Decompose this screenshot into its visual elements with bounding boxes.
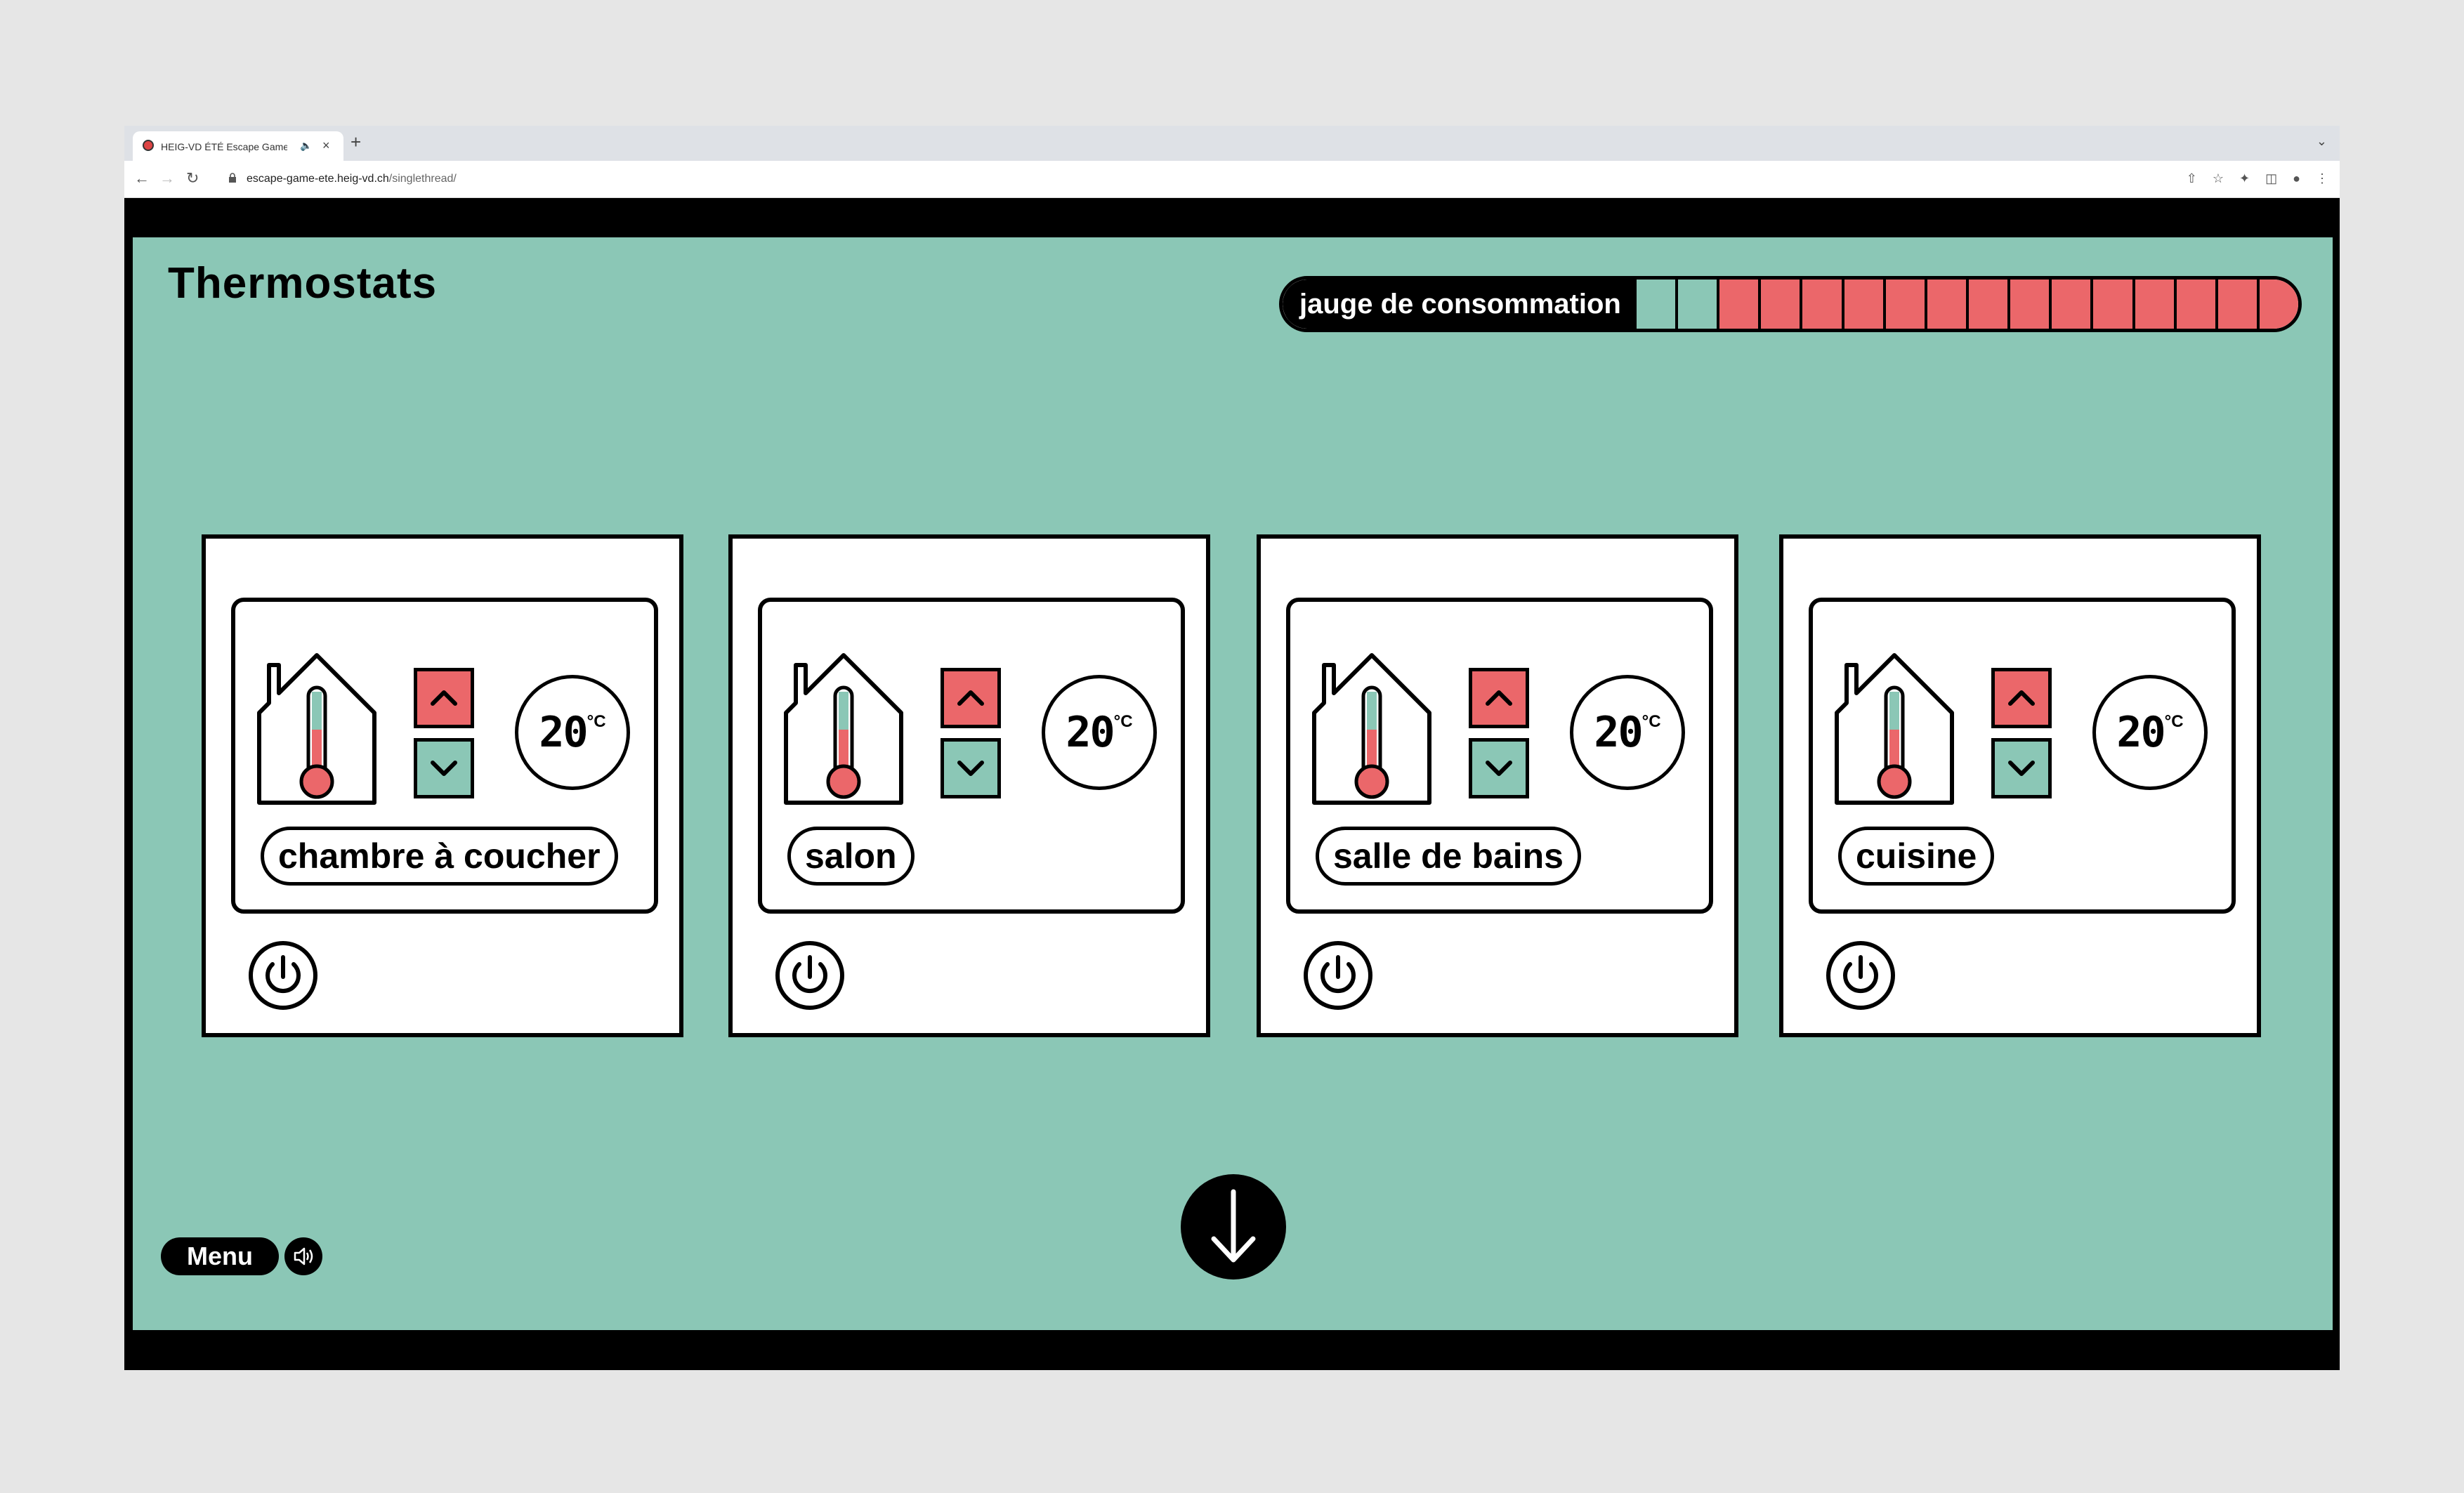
gauge-segment [2135,279,2177,329]
url-path: /singlethread/ [388,173,457,185]
browser-window: HEIG-VD ÉTÉ Escape Game 🔈 × + ⌄ ← → ↻ es… [124,126,2340,1370]
consumption-gauge: jauge de consommation [1279,276,2302,332]
gauge-segment [1761,279,1803,329]
temperature-unit: °C [2164,712,2184,731]
speaker-icon[interactable]: 🔈 [300,140,313,151]
gauge-segment [1636,279,1678,329]
back-arrow-icon[interactable]: ← [134,169,150,187]
gauge-segment [1678,279,1720,329]
gauge-segment [1719,279,1762,329]
game-page: Thermostats jauge de consommation 20 [133,237,2333,1330]
gauge-segment [1885,279,1927,329]
temperature-unit: °C [586,712,606,731]
chevron-up-icon [431,690,457,706]
thermostat-panel: 20 °C chambre à coucher [231,598,658,914]
house-thermometer-icon [1312,653,1431,805]
chevron-down-icon [1486,761,1512,776]
tab-title: HEIG-VD ÉTÉ Escape Game [161,141,287,152]
gauge-segment [2010,279,2052,329]
temp-up-button[interactable] [1469,668,1529,728]
browser-tab[interactable]: HEIG-VD ÉTÉ Escape Game 🔈 × [133,131,343,161]
new-tab-button[interactable]: + [350,131,362,152]
extensions-icon[interactable]: ✦ [2239,171,2250,185]
gauge-segment [2217,279,2260,329]
page-title: Thermostats [168,259,438,308]
temperature-unit: °C [1113,712,1133,731]
thermostat-card: 20 °C cuisine [1779,534,2261,1037]
profile-icon[interactable]: ● [2293,171,2300,185]
temperature-value: 20 [2116,708,2165,757]
forward-arrow-icon[interactable]: → [159,169,175,187]
side-panel-icon[interactable]: ◫ [2265,171,2278,185]
temp-down-button[interactable] [1469,738,1529,798]
close-icon[interactable]: × [322,138,330,152]
star-icon[interactable]: ☆ [2212,171,2224,185]
temperature-value: 20 [1066,708,1115,757]
temp-up-button[interactable] [1991,668,2052,728]
gauge-segment [1844,279,1886,329]
temp-down-button[interactable] [941,738,1001,798]
gauge-segment [2176,279,2218,329]
url-text: escape-game-ete.heig-vd.ch/singlethread/ [247,171,457,187]
reload-icon[interactable]: ↻ [186,169,199,187]
temp-down-button[interactable] [414,738,474,798]
thermostat-panel: 20 °C salon [758,598,1185,914]
temperature-display: 20 °C [2092,675,2208,790]
temperature-value: 20 [539,708,588,757]
house-thermometer-icon [257,653,376,805]
temperature-value: 20 [1594,708,1643,757]
chevron-up-icon [957,690,984,706]
thermostat-panel: 20 °C cuisine [1809,598,2236,914]
chevron-down-icon [431,761,457,776]
tab-search-button[interactable]: ⌄ [2316,134,2327,148]
gauge-label: jauge de consommation [1283,279,1637,329]
temp-up-button[interactable] [414,668,474,728]
room-label: chambre à coucher [261,827,618,886]
temp-up-button[interactable] [941,668,1001,728]
thermostat-card: 20 °C chambre à coucher [202,534,683,1037]
tab-bar: HEIG-VD ÉTÉ Escape Game 🔈 × + ⌄ [124,126,2340,161]
chevron-down-icon [2008,761,2035,776]
url-domain: escape-game-ete.heig-vd.ch [247,173,389,185]
address-bar[interactable]: escape-game-ete.heig-vd.ch/singlethread/ [217,166,2184,192]
power-icon[interactable] [247,939,320,1012]
room-label: cuisine [1838,827,1995,886]
temperature-unit: °C [1641,712,1661,731]
chevron-down-icon [957,761,984,776]
room-label: salon [787,827,915,886]
arrow-down-icon [1211,1189,1256,1263]
gauge-segment [1968,279,2011,329]
speaker-icon [294,1247,313,1265]
thermostat-card: 20 °C salon [728,534,1210,1037]
power-icon[interactable] [773,939,846,1012]
gauge-segment [1927,279,1969,329]
chevron-up-icon [1486,690,1512,706]
power-icon[interactable] [1824,939,1897,1012]
house-thermometer-icon [1835,653,1954,805]
gauge-segment [2093,279,2135,329]
bottom-band [124,1330,2340,1370]
thermostat-panel: 20 °C salle de bains [1286,598,1713,914]
temp-down-button[interactable] [1991,738,2052,798]
gauge-segment [2052,279,2094,329]
sound-button[interactable] [284,1237,322,1275]
power-icon[interactable] [1302,939,1375,1012]
lock-icon [229,173,236,183]
browser-toolbar: ← → ↻ escape-game-ete.heig-vd.ch/singlet… [124,161,2340,198]
gauge-segment [2259,279,2298,329]
favicon-icon [143,140,154,151]
room-label: salle de bains [1316,827,1581,886]
temperature-display: 20 °C [1570,675,1685,790]
share-icon[interactable]: ⇧ [2186,171,2197,185]
temperature-display: 20 °C [1042,675,1157,790]
thermostat-card: 20 °C salle de bains [1257,534,1738,1037]
menu-button[interactable]: Menu [161,1237,279,1275]
scroll-down-button[interactable] [1181,1174,1286,1280]
gauge-track [1636,279,2298,329]
temperature-display: 20 °C [515,675,630,790]
gauge-segment [1802,279,1844,329]
more-menu-icon[interactable]: ⋮ [2316,171,2328,185]
chevron-up-icon [2008,690,2035,706]
house-thermometer-icon [784,653,903,805]
